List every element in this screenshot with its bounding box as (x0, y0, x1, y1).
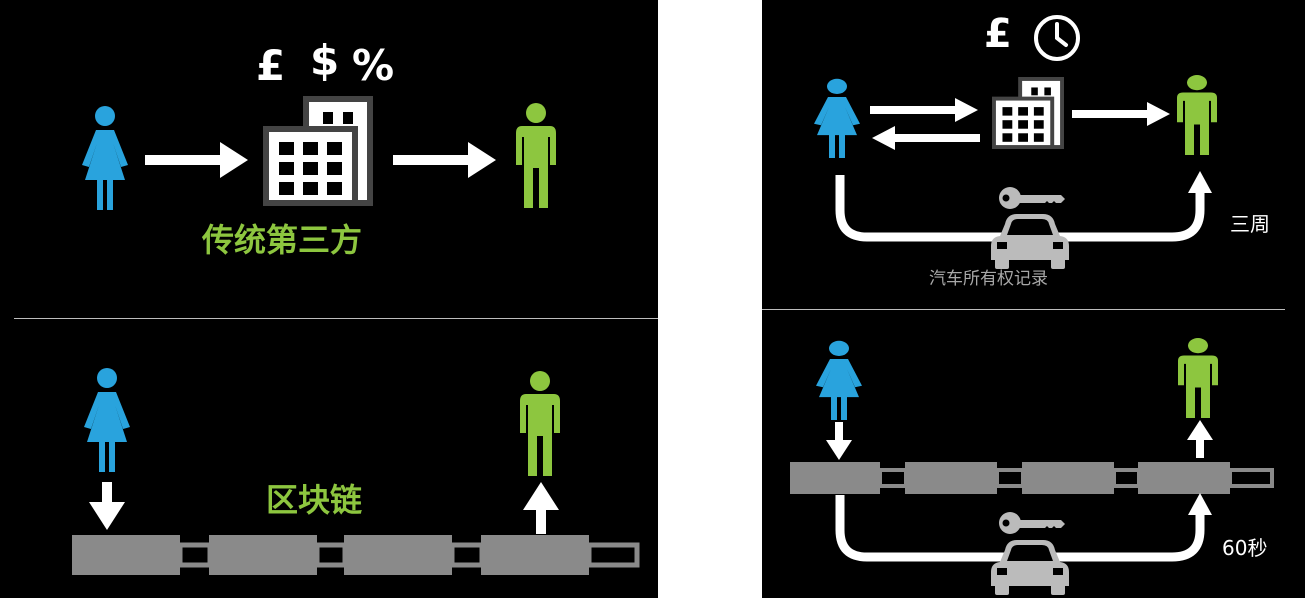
arrow-down-icon (826, 422, 852, 460)
man-icon (520, 371, 560, 476)
woman-icon (814, 78, 860, 158)
arrow-right-icon (393, 142, 496, 178)
woman-icon (84, 368, 130, 472)
chain-link (314, 542, 348, 568)
arrow-down-icon (89, 482, 125, 530)
blockchain-label: 区块链 (266, 481, 363, 519)
man-icon (1177, 75, 1217, 155)
car-icon (991, 540, 1069, 595)
duration-three-weeks: 三周 (1230, 212, 1270, 236)
pound-symbol: £ (256, 41, 286, 90)
building-icon (263, 96, 373, 206)
key-icon (999, 512, 1065, 534)
arrow-up-icon (1187, 420, 1213, 458)
dollar-symbol: $ (310, 36, 340, 85)
chain-block (72, 535, 180, 575)
building-icon (992, 77, 1064, 149)
clock-icon (1034, 15, 1080, 61)
left-panel: £ $ % 传统第三方 区块链 (0, 0, 658, 598)
divider (14, 318, 658, 319)
chain-link (177, 542, 213, 568)
man-icon (1178, 338, 1218, 418)
divider (762, 309, 1285, 310)
woman-icon (816, 340, 862, 420)
car-icon (991, 214, 1069, 269)
arrow-right-icon (1072, 102, 1170, 126)
man-icon (516, 103, 556, 208)
duration-sixty-seconds: 60秒 (1222, 536, 1268, 560)
traditional-third-party-label: 传统第三方 (202, 221, 363, 259)
chain-block (790, 462, 880, 494)
car-ownership-record-label: 汽车所有权记录 (929, 269, 1048, 289)
chain-link (1228, 468, 1274, 488)
chain-block (1138, 462, 1230, 494)
chain-link (878, 468, 908, 488)
chain-link (1112, 468, 1141, 488)
arrow-left-icon (872, 126, 980, 150)
chain-block (344, 535, 452, 575)
woman-icon (82, 106, 128, 210)
arrow-right-icon (145, 142, 248, 178)
blockchain-chain (790, 462, 1274, 494)
chain-link (586, 542, 640, 568)
chain-block (905, 462, 997, 494)
arrow-right-icon (870, 98, 978, 122)
blockchain-chain (72, 535, 640, 575)
pound-symbol: £ (984, 11, 1012, 57)
key-icon (999, 187, 1065, 209)
arrow-up-icon (523, 482, 559, 534)
chain-block (209, 535, 317, 575)
chain-link (995, 468, 1025, 488)
percent-symbol: % (352, 41, 395, 90)
chain-block (1022, 462, 1114, 494)
chain-block (481, 535, 589, 575)
right-panel: £ 三周 汽车所有权记录 (762, 0, 1305, 598)
chain-link (449, 542, 485, 568)
